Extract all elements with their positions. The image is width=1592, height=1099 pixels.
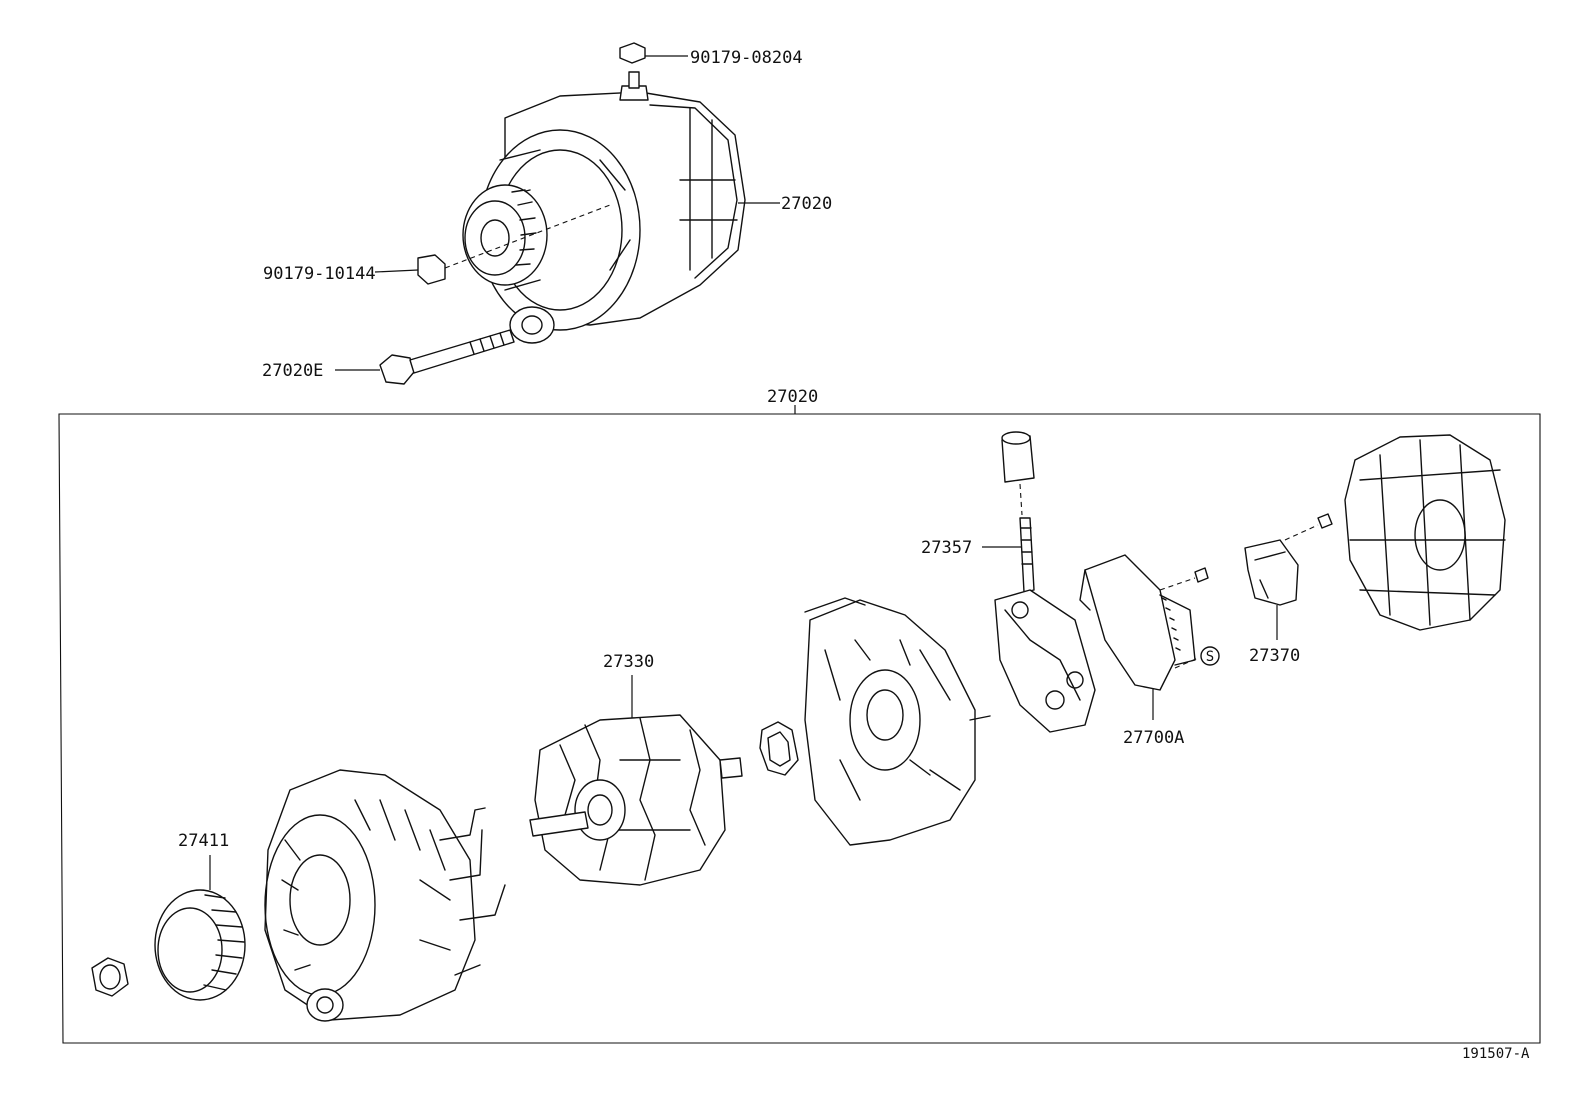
callout-27020-assembly: 27020 bbox=[781, 194, 832, 214]
callout-27411: 27411 bbox=[178, 831, 229, 851]
rectifier-drawing bbox=[994, 589, 1096, 733]
callout-27700A: 27700A bbox=[1123, 728, 1184, 748]
pulley-nut-drawing bbox=[91, 957, 129, 997]
top-leaders bbox=[335, 55, 780, 371]
figure-id: 191507-A bbox=[1462, 1046, 1530, 1062]
regulator-drawing bbox=[1079, 554, 1209, 691]
spacer-ring-inner bbox=[767, 731, 791, 767]
rear-cover-drawing bbox=[1344, 434, 1506, 631]
spacer-ring-drawing bbox=[759, 721, 799, 776]
lower-leaders bbox=[209, 546, 1278, 890]
pulley-drawing bbox=[154, 889, 246, 1001]
rotor-drawing bbox=[529, 714, 743, 886]
terminal-insulator-drawing bbox=[1001, 431, 1035, 593]
brush-holder-drawing bbox=[1244, 513, 1333, 606]
callout-90179-08204: 90179-08204 bbox=[690, 48, 803, 68]
callout-27020E: 27020E bbox=[262, 361, 323, 381]
callout-27020-box: 27020 bbox=[767, 387, 818, 407]
assembly-frame bbox=[58, 413, 1541, 1044]
rear-housing-drawing bbox=[804, 597, 991, 846]
callout-27330: 27330 bbox=[603, 652, 654, 672]
callout-27357: 27357 bbox=[921, 538, 972, 558]
callout-90179-10144: 90179-10144 bbox=[263, 264, 376, 284]
alternator-assembly-drawing bbox=[379, 42, 746, 385]
callout-27370: 27370 bbox=[1249, 646, 1300, 666]
front-housing-drawing bbox=[264, 769, 506, 1022]
standard-mark-label: S bbox=[1206, 649, 1214, 665]
standard-mark-symbol: S bbox=[1200, 646, 1220, 666]
